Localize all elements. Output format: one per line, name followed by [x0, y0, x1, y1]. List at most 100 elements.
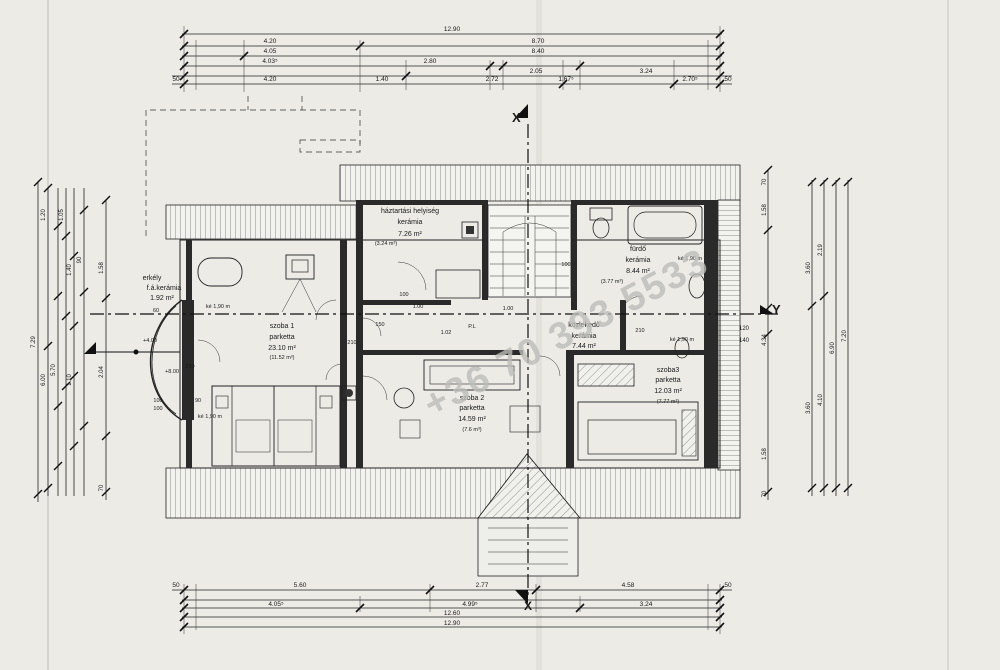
room-furdo-area: 8.44 m² [626, 268, 650, 275]
dim-bottom-458: 4.58 [622, 582, 635, 589]
dim-top-870: 8.70 [532, 38, 545, 45]
room-szoba1-floor: parketta [269, 334, 294, 341]
dim-top-405: 4.05 [264, 48, 277, 55]
dim-bottom-1260: 12.60 [444, 610, 461, 617]
roof-eaves [165, 164, 741, 577]
dim-left-570: 5.70 [51, 364, 57, 376]
bottom-dimension-chains: 50 5.60 2.77 4.58 50 4.05⁵ 4.99⁵ 3.24 12… [172, 582, 732, 634]
dim-top-420a: 4.20 [264, 38, 277, 45]
dim-bottom-560: 5.60 [294, 582, 307, 589]
dim-bottom-499: 4.99⁵ [462, 601, 478, 608]
dim-right-720: 7.20 [842, 330, 848, 342]
room-szoba1-area: 23.10 m² [268, 345, 296, 352]
dim-top-total: 12.90 [444, 26, 461, 33]
room-szoba2-area: 14.59 m² [458, 416, 486, 423]
label-lev2: +8.00 [165, 369, 179, 375]
label-d60: 60 [153, 308, 159, 314]
label-d100b: 100 [153, 406, 162, 412]
top-dimension-chains: 12.90 4.20 8.70 4.05 8.40 4.03⁵ 2.80 2.0… [172, 26, 732, 92]
dim-left-120: 1.20 [41, 209, 47, 221]
room-szoba2-air: (7.6 m³) [462, 427, 481, 433]
dim-top-270: 2.70⁵ [682, 76, 698, 83]
label-k3: ké 1,90 m [678, 256, 703, 262]
label-k1: ké 1,90 m [206, 304, 231, 310]
dim-left-140: 1.40 [67, 264, 73, 276]
left-dimension-chains: 7.29 6.00 5.70 1.20 1.05 1.40 1.10 2.04 … [31, 177, 111, 502]
dim-right-140: 140 [739, 338, 750, 344]
room-szoba3-air: (7.77 m³) [657, 399, 679, 405]
room-furdo-air: (3.77 m³) [601, 279, 623, 285]
dim-bottom-324: 3.24 [640, 601, 653, 608]
dim-left-90: 90 [77, 256, 83, 263]
label-h1002: 1.00 [413, 304, 424, 310]
room-furdo-name: fürdő [630, 246, 646, 253]
room-kozlekedo-floor: kerámia [572, 333, 597, 340]
axis-y-right-label: Y [772, 302, 781, 317]
right-dimension-chains: 7.20 6.90 3.60 3.60 2.19 4.10 1.58 1.58 … [739, 165, 853, 500]
staircase [487, 204, 572, 298]
dim-left-70: 70 [99, 484, 105, 491]
dim-bottom-277: 2.77 [476, 582, 489, 589]
room-szoba3-area: 12.03 m² [654, 388, 682, 395]
room-labels: erkély f.á.kerámia 1.92 m² szoba 1 parke… [143, 208, 683, 433]
label-d210a: 210 [185, 364, 194, 370]
dim-left-110: 1.10 [67, 374, 73, 386]
dim-top-272: 2.72 [486, 76, 499, 83]
dim-bottom-50b: 50 [724, 582, 732, 589]
room-szoba1-name: szoba 1 [270, 323, 295, 330]
label-d100a: 100 [153, 398, 162, 404]
dim-right-70a: 70 [762, 178, 768, 185]
label-h102: 1.02 [441, 330, 452, 336]
label-d100c: 100 [399, 292, 408, 298]
dim-top-324: 3.24 [640, 68, 653, 75]
dim-right-434: 4.34 [762, 334, 768, 346]
label-h1001: 1.00 [503, 306, 514, 312]
dim-right-360b: 3.60 [806, 402, 812, 414]
dim-right-70b: 70 [762, 490, 768, 497]
dim-top-167: 1.67⁵ [558, 76, 574, 83]
dim-top-403: 4.03⁵ [262, 58, 278, 65]
label-d90: 90 [195, 398, 201, 404]
dashed-outline [145, 96, 361, 236]
room-furdo-floor: kerámia [626, 257, 651, 264]
room-haztartasi-name: háztartási helyiség [381, 208, 439, 215]
label-d210c: 210 [635, 328, 644, 334]
dim-top-50a: 50 [172, 76, 180, 83]
dim-top-205: 2.05 [530, 68, 543, 75]
room-haztartasi-floor: kerámia [398, 219, 423, 226]
axis-x-top-label: X [512, 110, 521, 125]
dim-bottom-1290: 12.90 [444, 620, 461, 627]
label-d210b: 210 [347, 340, 356, 346]
dim-bottom-405: 4.05⁵ [268, 601, 284, 608]
label-k4: ké 1,90 m [670, 337, 695, 343]
label-k2: ké 1,90 m [198, 414, 223, 420]
label-lev1: +4.00 [143, 338, 157, 344]
room-erkely-area: 1.92 m² [150, 295, 174, 302]
label-d150: 150 [375, 322, 384, 328]
dim-top-140: 1.40 [376, 76, 389, 83]
dim-right-120: 120 [739, 326, 750, 332]
room-haztartasi-air: (3.24 m³) [375, 241, 397, 247]
dim-top-280: 2.80 [424, 58, 437, 65]
label-d100d: 100 [561, 262, 570, 268]
dim-right-158a: 1.58 [762, 204, 768, 216]
dim-left-729: 7.29 [31, 336, 37, 348]
dim-right-158b: 1.58 [762, 448, 768, 460]
room-szoba2-name: szoba 2 [460, 395, 485, 402]
dim-left-105: 1.05 [59, 209, 65, 221]
dim-top-420b: 4.20 [264, 76, 277, 83]
dim-right-360a: 3.60 [806, 262, 812, 274]
room-erkely-name: erkély [143, 275, 162, 282]
dim-left-158: 1.58 [99, 262, 105, 274]
building-walls [149, 200, 721, 469]
label-pl: P.L [468, 324, 476, 330]
room-szoba1-air: (11.52 m³) [270, 355, 295, 361]
dim-top-50b: 50 [724, 76, 732, 83]
dim-left-204: 2.04 [99, 366, 105, 378]
dim-top-840: 8.40 [532, 48, 545, 55]
axis-x-bottom-label: X [524, 599, 532, 613]
door-swings [197, 261, 643, 401]
room-szoba2-floor: parketta [459, 405, 484, 412]
section-axes: X X Y [84, 104, 781, 613]
